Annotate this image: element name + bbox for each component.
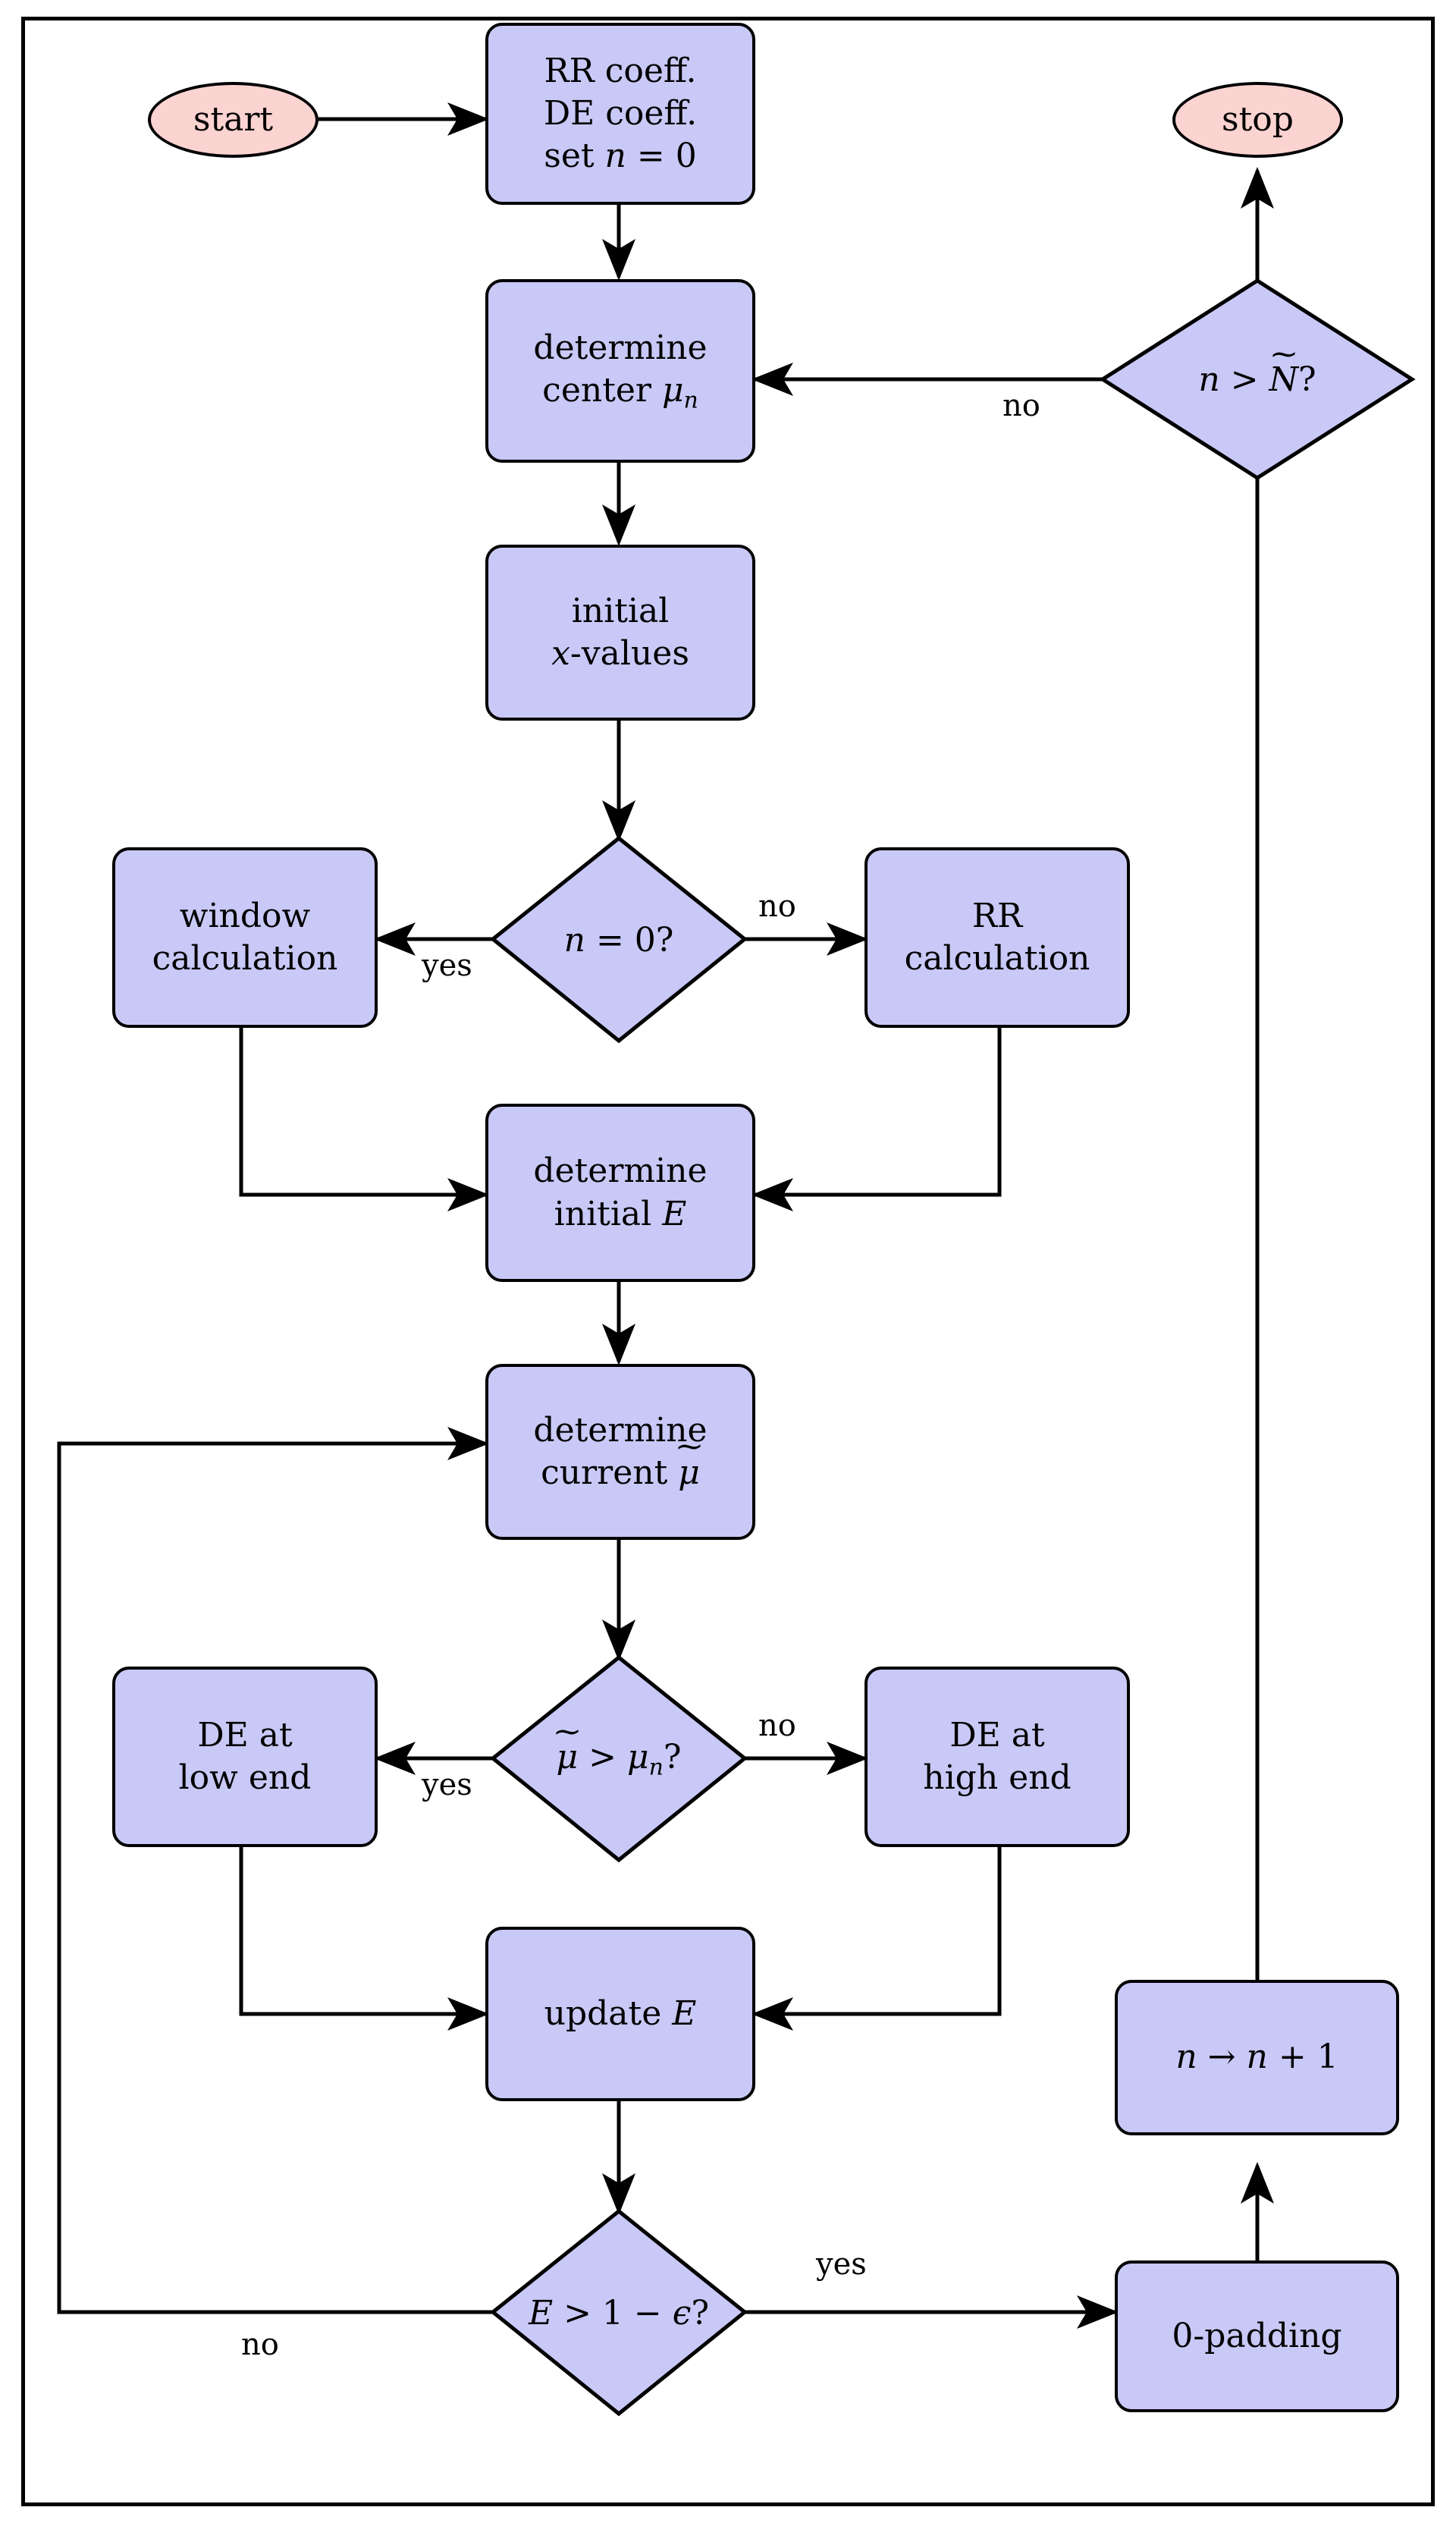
node-rr-calculation-line1: RR (971, 896, 1023, 935)
node-determine-current-mu-line2: current μ (541, 1452, 700, 1494)
node-initial-x-line1: initial (571, 591, 670, 630)
node-coeff-line1: RR coeff. (544, 51, 697, 90)
edge-label-mucmp-yes: yes (422, 1767, 472, 1802)
node-e-threshold-label: E > 1 − ϵ? (528, 2293, 710, 2333)
edge-label-ethresh-no: no (241, 2327, 279, 2362)
diagram-border-frame (21, 17, 1435, 2506)
node-update-e[interactable]: update E (485, 1927, 755, 2101)
node-coeff-line2: DE coeff. (543, 93, 698, 133)
node-increment-n[interactable]: n → n + 1 (1115, 1980, 1399, 2135)
node-determine-initial-e-line1: determine (533, 1151, 708, 1191)
n-tilde-glyph: N (1269, 360, 1299, 399)
node-determine-center-line2: center μn (542, 370, 698, 414)
node-update-e-label: update E (544, 1993, 697, 2033)
node-rr-calculation-line2: calculation (904, 939, 1090, 978)
node-start[interactable]: start (148, 82, 318, 158)
node-n-equals-zero[interactable]: n = 0? (493, 838, 745, 1042)
node-zero-padding[interactable]: 0-padding (1115, 2261, 1399, 2412)
node-rr-calculation[interactable]: RR calculation (864, 847, 1130, 1028)
node-de-low-end-line2: low end (178, 1758, 312, 1797)
node-determine-initial-e[interactable]: determine initial E (485, 1104, 755, 1282)
edge-label-ethresh-yes: yes (816, 2247, 867, 2282)
node-mu-compare[interactable]: μ > μn? (493, 1657, 745, 1861)
node-zero-padding-label: 0-padding (1172, 2316, 1342, 2355)
node-stop[interactable]: stop (1172, 82, 1343, 158)
node-n-greater-ntilde[interactable]: n > N? (1103, 281, 1412, 478)
node-determine-initial-e-line2: initial E (554, 1194, 687, 1233)
node-determine-center-line1: determine (533, 328, 708, 367)
node-initial-x-line2: x-values (551, 634, 689, 673)
node-de-high-end[interactable]: DE at high end (864, 1667, 1130, 1847)
node-n-greater-ntilde-label: n > N? (1103, 281, 1412, 478)
mu-tilde-glyph: μ (678, 1452, 700, 1494)
node-coeff-line3: set n = 0 (544, 137, 697, 176)
node-coeff[interactable]: RR coeff. DE coeff. set n = 0 (485, 23, 755, 205)
node-de-high-end-line2: high end (923, 1758, 1072, 1797)
node-window-calculation[interactable]: window calculation (112, 847, 378, 1028)
node-increment-n-label: n → n + 1 (1175, 2037, 1338, 2077)
node-determine-center[interactable]: determine center μn (485, 279, 755, 463)
node-n-equals-zero-label: n = 0? (563, 920, 674, 960)
node-initial-x[interactable]: initial x-values (485, 545, 755, 721)
edge-label-mucmp-no: no (758, 1708, 796, 1743)
edge-label-ngt-no: no (1003, 388, 1040, 423)
node-e-threshold[interactable]: E > 1 − ϵ? (493, 2211, 745, 2414)
node-mu-compare-label: μ > μn? (493, 1657, 745, 1861)
node-de-low-end-line1: DE at (197, 1715, 293, 1755)
edge-label-neq0-yes: yes (422, 948, 472, 983)
node-start-label: start (193, 99, 274, 139)
node-de-low-end[interactable]: DE at low end (112, 1667, 378, 1847)
node-stop-label: stop (1222, 99, 1294, 139)
node-de-high-end-line1: DE at (949, 1715, 1045, 1755)
node-window-calculation-line1: window (179, 896, 311, 935)
edge-label-neq0-no: no (758, 889, 796, 924)
node-determine-current-mu[interactable]: determine current μ (485, 1364, 755, 1540)
node-window-calculation-line2: calculation (152, 939, 338, 978)
